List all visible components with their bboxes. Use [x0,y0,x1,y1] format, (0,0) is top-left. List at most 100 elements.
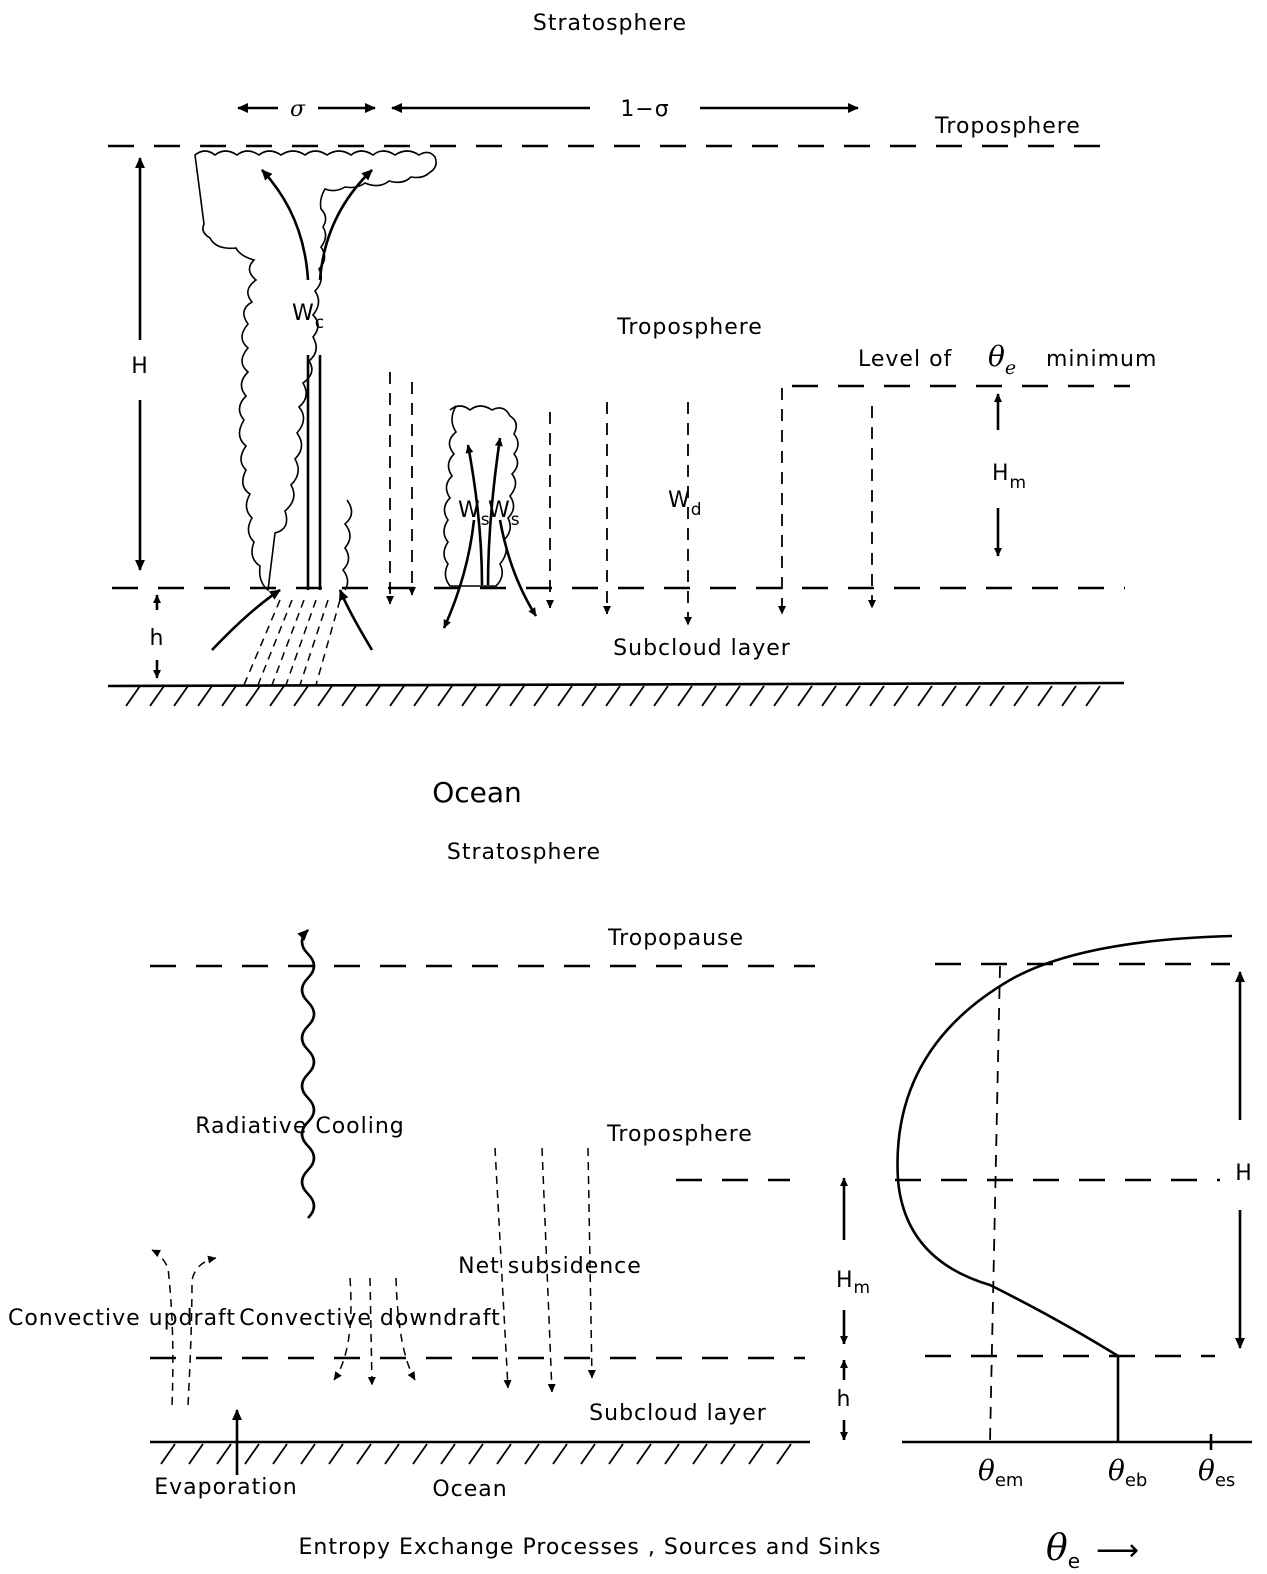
ground-hatch-mark [189,1444,203,1464]
ground-hatch-mark [1086,686,1100,706]
ground-hatch-mark [609,1444,623,1464]
ground-hatch-mark [798,686,812,706]
bottom-h-dimension: h [837,1360,852,1440]
hm-label: Hm [992,461,1027,493]
sigma-label: σ [290,97,306,122]
ground-hatch-mark [726,686,740,706]
theta-em-guide [990,966,1000,1442]
h-label: h [150,626,165,651]
ground-hatch-mark [222,686,236,706]
ground-hatch-mark [198,686,212,706]
ground-hatch-mark [750,686,764,706]
ground-hatch-mark [246,686,260,706]
convective-updraft-arrows: Convective updraft [8,1250,236,1405]
radiative-cooling-label: Radiative Cooling [195,1114,405,1139]
ground-hatch-mark [438,686,452,706]
ground-hatch-mark [749,1444,763,1464]
bottom-hm-label: Hm [836,1268,871,1298]
ground-hatch-mark [469,1444,483,1464]
cumulonimbus-cloud [195,151,436,590]
ground-hatch-mark [486,686,500,706]
top-ocean-label: Ocean [432,776,522,809]
net-subsidence-label: Net subsidence [458,1254,642,1279]
ground-hatch-mark [630,686,644,706]
ground-hatch-mark [966,686,980,706]
bottom-troposphere-label: Troposphere [606,1122,753,1147]
theta-e-profile: H θem θeb θes θe ⟶ [895,936,1253,1573]
sigma-span: σ [238,97,375,122]
ground-hatch-mark [294,686,308,706]
convective-updraft-label: Convective updraft [8,1306,236,1331]
profile-H-label: H [1235,1161,1253,1186]
ground-hatch-mark [366,686,380,706]
ground-hatch-mark [870,686,884,706]
ground-hatch-mark [318,686,332,706]
radiative-cooling-arrow [302,930,314,1218]
ground-hatch-mark [385,1444,399,1464]
ground-hatch-mark [654,686,668,706]
ground-hatch-mark [414,686,428,706]
top-troposphere-mid-label: Troposphere [616,315,763,340]
ground-hatch-mark [1014,686,1028,706]
ground-hatch-mark [558,686,572,706]
ground-hatch-mark [846,686,860,706]
ground-hatch-mark [582,686,596,706]
ground-hatch-mark [497,1444,511,1464]
ground-hatch-mark [217,1444,231,1464]
ground-hatch-mark [413,1444,427,1464]
ground-hatch-mark [553,1444,567,1464]
wc-label: Wc [292,301,325,333]
ground-hatch-mark [174,686,188,706]
ground-hatch-mark [245,1444,259,1464]
top-ground [108,683,1124,706]
ground-hatch-mark [693,1444,707,1464]
ground-hatch-mark [606,686,620,706]
ground-hatch-mark [637,1444,651,1464]
h-dimension: h [150,595,165,678]
ground-hatch-mark [270,686,284,706]
tropopause-label: Tropopause [607,926,744,951]
top-subcloud-label: Subcloud layer [613,636,791,661]
H-dimension: H [131,158,149,570]
ground-hatch-mark [581,1444,595,1464]
top-diagram: Stratosphere σ 1−σ Troposphere H [108,11,1157,809]
theta-e-symbol: θe [988,340,1016,379]
ground-hatch-mark [678,686,692,706]
ground-hatch-mark [894,686,908,706]
ground-hatch-mark [390,686,404,706]
bottom-hm-dimension: Hm [836,1178,871,1344]
ground-hatch-mark [774,686,788,706]
theta-e-curve [898,936,1233,1442]
wc-updraft-arrows: Wc [212,170,372,650]
ground-hatch-mark [126,686,140,706]
ground-hatch-mark [1038,686,1052,706]
caption: Entropy Exchange Processes , Sources and… [298,1535,881,1560]
theta-e-axis-arrow: ⟶ [1096,1533,1139,1568]
bottom-ground [150,1442,810,1464]
ground-hatch-mark [822,686,836,706]
ground-hatch-mark [942,686,956,706]
ground-hatch-mark [721,1444,735,1464]
convective-downdraft-label: Convective downdraft [239,1306,501,1331]
theta-em-label: θem [978,1454,1023,1491]
ws2-label: Ws [488,498,521,530]
top-stratosphere-label: Stratosphere [533,11,687,36]
ground-hatch-mark [918,686,932,706]
ground-hatch-mark [990,686,1004,706]
bottom-h-label: h [837,1387,852,1412]
bottom-ocean-label: Ocean [432,1477,507,1502]
ground-hatch-mark [462,686,476,706]
ground-hatch-mark [534,686,548,706]
theta-min-level: Level of θe minimum Hm [792,340,1157,556]
one-minus-sigma-label: 1−σ [620,97,669,122]
bottom-subcloud-label: Subcloud layer [589,1401,767,1426]
shallow-cloud: Ws Ws [444,406,536,628]
ground-hatch-mark [273,1444,287,1464]
ground-hatch-mark [441,1444,455,1464]
evaporation-label: Evaporation [154,1475,298,1500]
bottom-diagram: Stratosphere Tropopause Radiative Coolin… [8,840,882,1560]
ground-hatch-mark [329,1444,343,1464]
ground-hatch-mark [301,1444,315,1464]
minimum-label: minimum [1046,347,1157,372]
